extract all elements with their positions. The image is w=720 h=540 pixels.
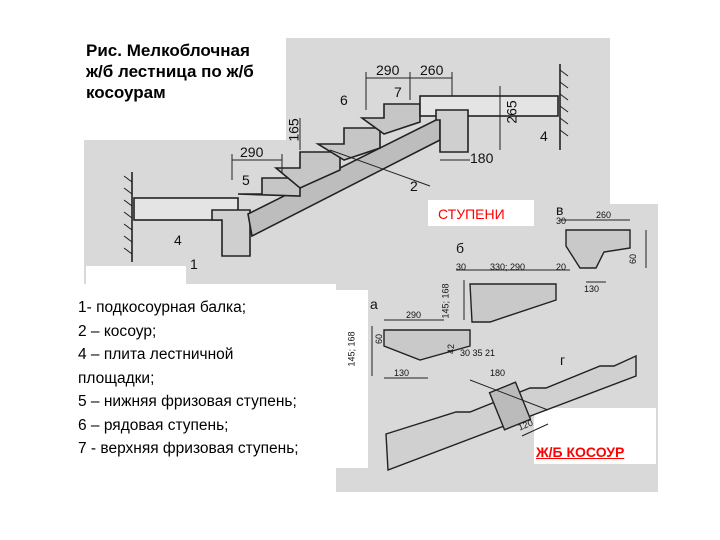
dim-v-60: 60 <box>628 253 639 265</box>
dim-a-145-168: 145; 168 <box>346 331 357 367</box>
legend-item: площадки; <box>78 369 155 387</box>
letter-a: а <box>370 296 378 312</box>
dim-165: 165 <box>285 118 302 142</box>
legend-item: 7 - верхняя фризовая ступень; <box>78 440 299 457</box>
figure-title: Рис. Мелкоблочная ж/б лестница по ж/б ко… <box>86 40 286 103</box>
mark-7: 7 <box>394 84 402 100</box>
dim-b-145-168: 145; 168 <box>440 283 451 319</box>
title-mask <box>84 38 286 140</box>
legend-mask <box>72 290 368 468</box>
mark-4-upper: 4 <box>540 128 548 144</box>
mark-4-lower: 4 <box>174 232 182 248</box>
title-line: ж/б лестница по ж/б <box>86 62 254 81</box>
dim-b-20: 20 <box>556 262 567 272</box>
caption-mask <box>428 200 534 226</box>
letter-g: г <box>560 352 566 368</box>
steps-caption: СТУПЕНИ <box>438 206 505 222</box>
corner-mask <box>86 266 186 290</box>
mark-2: 2 <box>410 178 418 194</box>
mark-1: 1 <box>190 256 198 272</box>
dim-v-260: 260 <box>596 210 612 220</box>
stringer-caption: Ж/Б КОСОУР <box>536 444 625 460</box>
dim-180: 180 <box>470 150 494 166</box>
letter-b: б <box>456 240 465 256</box>
dim-a-60: 60 <box>374 333 385 345</box>
dim-290-top: 290 <box>376 62 400 78</box>
dim-b-30: 30 <box>456 262 467 272</box>
dim-b-330: 330; 290 <box>490 262 526 272</box>
legend-item: 6 – рядовая ступень; <box>78 416 229 434</box>
mark-6: 6 <box>340 92 348 108</box>
title-line: Рис. Мелкоблочная <box>86 41 250 60</box>
dim-290-bottom: 290 <box>240 144 264 160</box>
dim-260: 260 <box>420 62 444 78</box>
dim-a-30-35-21: 30 35 21 <box>460 348 496 358</box>
legend-item: 1- подкосоурная балка; <box>78 299 247 316</box>
legend-item: 5 – нижняя фризовая ступень; <box>78 393 297 410</box>
caption-mask-2 <box>534 408 656 464</box>
dim-v-130: 130 <box>584 284 600 294</box>
dim-g-180: 180 <box>490 368 506 378</box>
step-a <box>383 329 471 361</box>
dim-265: 265 <box>503 100 520 124</box>
dim-a-290: 290 <box>406 310 422 320</box>
title-line: косоурам <box>86 83 166 102</box>
legend-item: 2 – косоур; <box>78 322 157 340</box>
letter-v: в <box>556 202 564 218</box>
mark-5: 5 <box>242 172 250 188</box>
lower-beam <box>211 209 251 257</box>
dim-a-130: 130 <box>394 368 410 378</box>
dim-a-42: 42 <box>446 343 457 355</box>
step-v <box>565 229 631 269</box>
dim-v-30: 30 <box>556 216 567 226</box>
legend-item: 4 – плита лестничной <box>78 346 234 363</box>
step-b <box>469 283 557 323</box>
upper-beam <box>435 109 469 153</box>
legend: 1- подкосоурная балка; 2 – косоур; 4 – п… <box>78 296 299 461</box>
bottom-step <box>237 177 301 197</box>
